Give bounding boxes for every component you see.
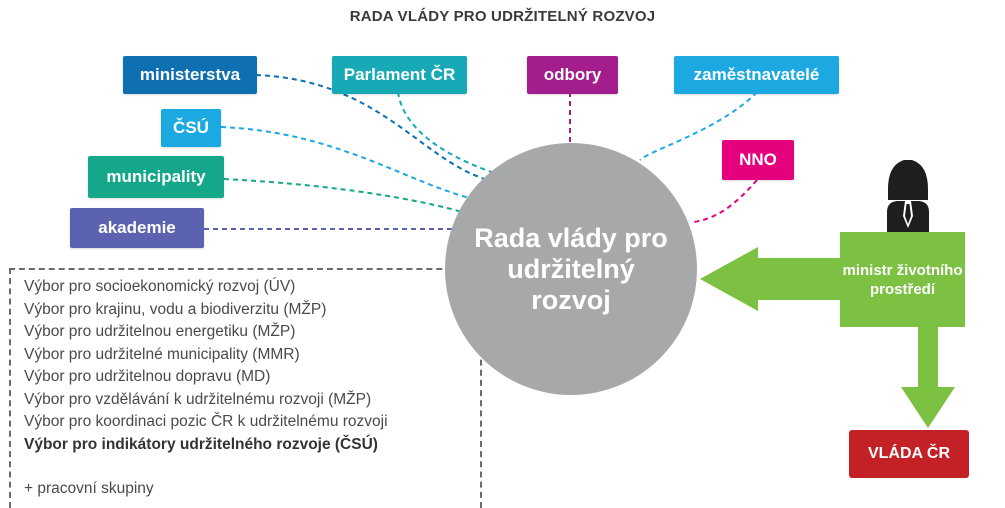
line-parlament: [397, 91, 501, 176]
stakeholder-parlament: Parlament ČR: [332, 56, 467, 94]
diagram-title: RADA VLÁDY PRO UDRŽITELNÝ ROZVOJ: [349, 8, 656, 25]
line-ministerstva: [255, 74, 489, 181]
committee-item-indicators: Výbor pro indikátory udržitelného rozvoj…: [24, 435, 378, 453]
stakeholder-zamestnavatele: zaměstnavatelé: [674, 56, 839, 94]
council-label: Rada vlády pro udržitelný rozvoj: [474, 222, 668, 315]
committee-item: Výbor pro vzdělávání k udržitelnému rozv…: [24, 390, 372, 408]
council-circle: Rada vlády pro udržitelný rozvoj: [445, 143, 697, 395]
arrow-to-government: [901, 327, 955, 428]
committee-item: Výbor pro krajinu, vodu a biodiverzitu (…: [24, 300, 327, 318]
committee-list: Výbor pro socioekonomický rozvoj (ÚV) Vý…: [24, 276, 388, 456]
committee-item: Výbor pro socioekonomický rozvoj (ÚV): [24, 278, 296, 295]
committee-item: Výbor pro udržitelnou energetiku (MŽP): [24, 323, 296, 340]
committees-frame: [9, 268, 482, 508]
stakeholder-akademie: akademie: [70, 208, 204, 248]
stakeholder-ministerstva: ministerstva: [123, 56, 257, 94]
stakeholder-odbory: odbory: [527, 56, 618, 94]
committee-item: Výbor pro koordinaci pozic ČR k udržitel…: [24, 413, 388, 430]
committee-item: Výbor pro udržitelnou dopravu (MD): [24, 368, 271, 385]
line-nno: [693, 179, 758, 223]
person-icon: [887, 160, 929, 232]
working-groups-label: + pracovní skupiny: [24, 480, 154, 497]
stakeholder-nno: NNO: [722, 140, 794, 180]
line-zamestnavatele: [639, 91, 758, 161]
government-box: VLÁDA ČR: [849, 430, 969, 478]
line-municipality: [223, 178, 463, 213]
stakeholder-municipality: municipality: [88, 156, 224, 198]
committee-item: Výbor pro udržitelné municipality (MMR): [24, 345, 300, 363]
minister-box: ministr životního prostředí: [840, 232, 965, 327]
stakeholder-csu: ČSÚ: [161, 109, 221, 147]
line-csu: [220, 126, 479, 201]
arrow-to-council: [700, 247, 840, 311]
